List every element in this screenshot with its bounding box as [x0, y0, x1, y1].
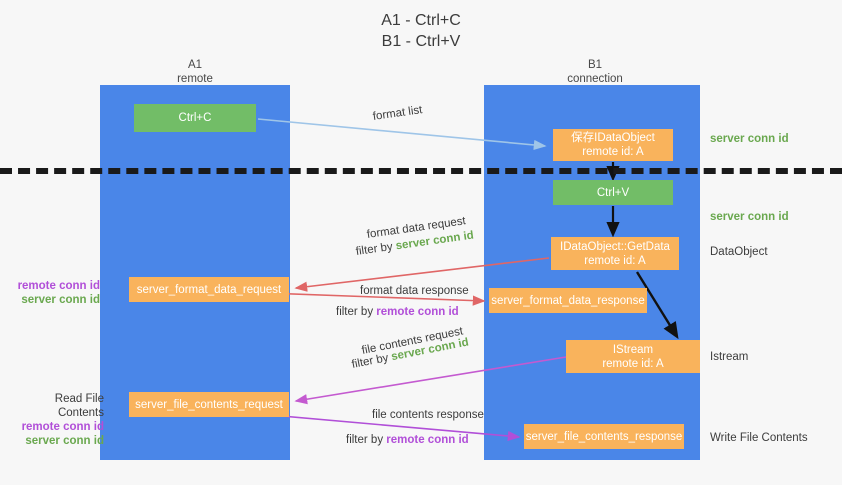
annotation-server-conn-id: server conn id [25, 435, 104, 447]
node-save-idataobject[interactable]: 保存IDataObject remote id: A [553, 129, 673, 161]
annotation-read-file-contents: Read File Contents [54, 393, 104, 419]
node-ctrl-v[interactable]: Ctrl+V [553, 180, 673, 205]
column-header-a1: A1 remote [177, 59, 213, 85]
annotation-istream: Istream [710, 351, 749, 363]
edge-filter-file-contents-response: filter by remote conn id [346, 433, 469, 448]
edge-label-format-data-response: format data response [360, 285, 469, 297]
node-server-file-contents-response[interactable]: server_file_contents_response [524, 424, 684, 449]
edge-filter-format-data-response: filter by remote conn id [336, 305, 459, 320]
node-istream[interactable]: IStream remote id: A [566, 340, 700, 373]
filter-prefix: filter by [350, 351, 393, 371]
node-idataobject-getdata[interactable]: IDataObject::GetData remote id: A [551, 237, 679, 270]
edge-label-format-list: format list [372, 104, 424, 123]
node-server-format-data-request[interactable]: server_format_data_request [129, 277, 289, 302]
annotation-server-conn-id-top: server conn id [710, 133, 789, 145]
annotation-server-conn-id-mid: server conn id [710, 211, 789, 223]
filter-prefix: filter by [355, 240, 397, 258]
diagram-title: A1 - Ctrl+C B1 - Ctrl+V [381, 12, 461, 50]
phase-divider [0, 168, 842, 174]
annotation-remote-conn-id: remote conn id [21, 421, 104, 433]
annotation-left-bottom-group: Read File Contents remote conn id server… [8, 392, 104, 448]
filter-target-remote-conn-id: remote conn id [386, 434, 469, 446]
annotation-left-conn-ids-mid: remote conn id server conn id [8, 279, 100, 307]
column-header-b1: B1 connection [567, 59, 623, 85]
node-server-format-data-response[interactable]: server_format_data_response [489, 288, 647, 313]
node-ctrl-c[interactable]: Ctrl+C [134, 104, 256, 132]
filter-target-remote-conn-id: remote conn id [376, 306, 459, 318]
node-server-file-contents-request[interactable]: server_file_contents_request [129, 392, 289, 417]
annotation-remote-conn-id: remote conn id [17, 280, 100, 292]
annotation-server-conn-id: server conn id [21, 294, 100, 306]
annotation-dataobject: DataObject [710, 246, 768, 258]
filter-prefix: filter by [336, 306, 377, 318]
annotation-write-file-contents: Write File Contents [710, 432, 808, 444]
filter-prefix: filter by [346, 434, 387, 446]
edge-label-file-contents-response: file contents response [372, 409, 484, 421]
